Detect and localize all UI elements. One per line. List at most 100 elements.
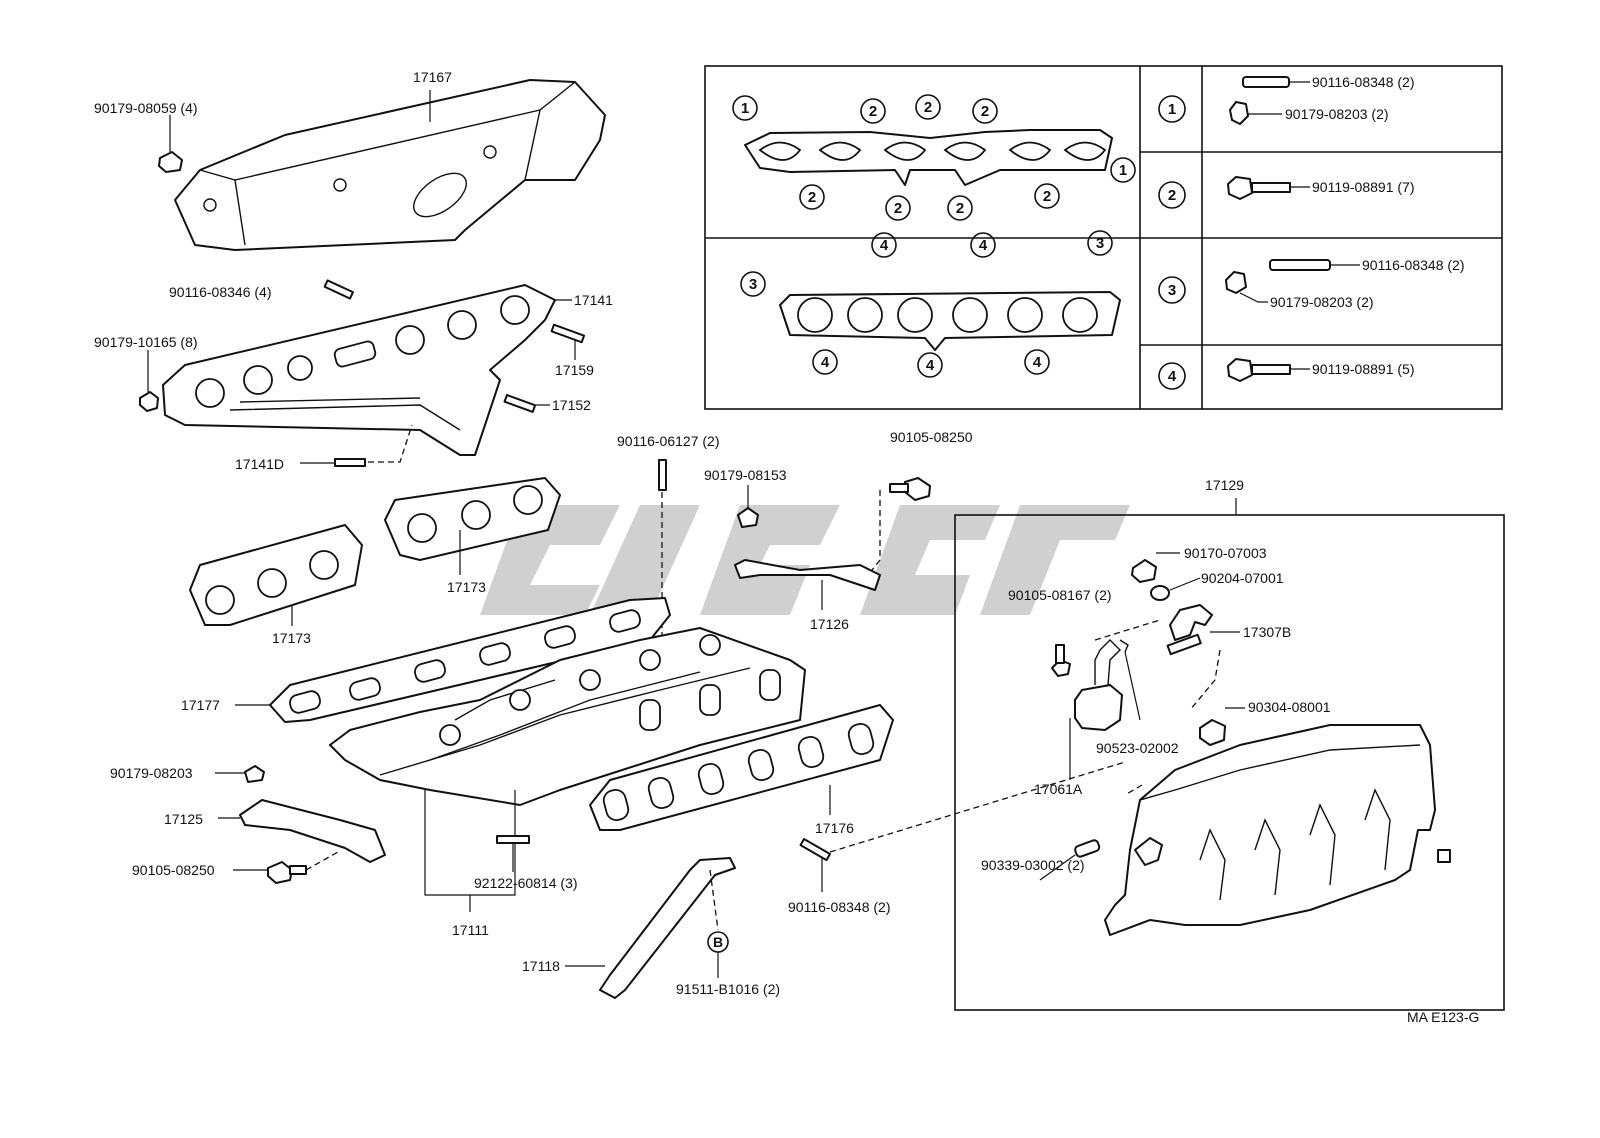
- bracket-17307B: [1166, 604, 1240, 711]
- gasket-marker-label: 1: [1168, 101, 1176, 118]
- marker-4-e: 4: [1024, 349, 1050, 375]
- label-17152: 17152: [552, 397, 591, 413]
- gasket-marker-label: 4: [926, 357, 935, 374]
- table-row2-item1: 90119-08891 (7): [1312, 179, 1414, 195]
- intake-air-surge-tank: [1104, 724, 1451, 936]
- gasket-marker-label: 3: [1096, 235, 1104, 252]
- table-nut-icon-row3: [1225, 271, 1268, 303]
- nut-90179-08059: [158, 115, 183, 173]
- table-key-2: 2: [1158, 181, 1186, 209]
- gasket-marker-label: 4: [1168, 368, 1177, 385]
- gasket-marker-label: 3: [749, 276, 757, 293]
- marker-2-b: 2: [915, 94, 941, 120]
- label-17167: 17167: [413, 69, 452, 85]
- label-92122-60814: 92122-60814 (3): [474, 875, 578, 891]
- label-90523-02002: 90523-02002: [1096, 740, 1179, 756]
- washer-90204-07001: [1150, 577, 1201, 601]
- upper-gasket-outline: [744, 129, 1113, 186]
- marker-2-c: 2: [972, 98, 998, 124]
- label-90116-08346: 90116-08346 (4): [169, 284, 271, 300]
- marker-2-g: 2: [1034, 183, 1060, 209]
- gasket-17173-rear: [384, 477, 561, 575]
- label-91511-B1016: 91511-B1016 (2): [676, 981, 780, 997]
- table-row4-item1: 90119-08891 (5): [1312, 361, 1414, 377]
- gasket-marker-label: 2: [808, 189, 816, 206]
- label-90105-08167: 90105-08167 (2): [1008, 587, 1112, 603]
- grommet-90304-08001: [1199, 707, 1245, 746]
- label-17118: 17118: [522, 958, 560, 974]
- gasket-marker-label: 1: [1119, 162, 1127, 179]
- stud-92122-60814: [496, 835, 530, 872]
- label-90116-06127: 90116-06127 (2): [617, 433, 719, 449]
- marker-3-right: 3: [1087, 230, 1113, 256]
- nut-90179-08203: [215, 765, 265, 783]
- gasket-marker-label: 2: [1043, 188, 1051, 205]
- table-key-3: 3: [1158, 276, 1186, 304]
- reference-code: MA E123-G: [1407, 1009, 1479, 1025]
- table-row1-item1: 90116-08348 (2): [1312, 74, 1414, 90]
- bolt-90105-08167: [1051, 619, 1161, 677]
- table-row3-item2: 90179-08203 (2): [1270, 294, 1374, 310]
- bracket-17125: [218, 799, 386, 863]
- marker-2-d: 2: [799, 184, 825, 210]
- gasket-marker-label: 2: [1168, 187, 1176, 204]
- table-key-1: 1: [1158, 95, 1186, 123]
- exhaust-manifold-17141: [162, 284, 572, 456]
- nut-90170-07003: [1131, 552, 1180, 583]
- gasket-marker-label: 2: [869, 103, 877, 120]
- marker-4-a: 4: [871, 232, 897, 258]
- label-90339-03002: 90339-03002 (2): [981, 857, 1085, 873]
- lower-gasket-outline: [779, 291, 1121, 351]
- gasket-marker-label: 2: [956, 200, 964, 217]
- stud-17152: [503, 394, 550, 413]
- gasket-marker-label: 1: [741, 100, 749, 117]
- table-stud-icon-row3: [1269, 259, 1360, 271]
- gasket-marker-label: 2: [924, 99, 932, 116]
- marker-2-a: 2: [860, 98, 886, 124]
- table-row3-item1: 90116-08348 (2): [1362, 257, 1464, 273]
- table-key-4: 4: [1158, 362, 1186, 390]
- table-row1-item2: 90179-08203 (2): [1285, 106, 1389, 122]
- intake-chamber-group-box: [954, 514, 1505, 1011]
- intake-manifold-17111: [329, 627, 806, 912]
- label-17173-rear: 17173: [447, 579, 486, 595]
- label-17111: 17111: [452, 922, 489, 938]
- label-90179-08203: 90179-08203: [110, 765, 193, 781]
- label-90304-08001: 90304-08001: [1248, 699, 1331, 715]
- label-17177: 17177: [181, 697, 220, 713]
- table-stud-icon-row1: [1242, 76, 1310, 88]
- label-17307B: 17307B: [1243, 624, 1291, 640]
- stud-90116-08346: [323, 279, 354, 300]
- marker-1-upper-left: 1: [732, 95, 758, 121]
- label-90170-07003: 90170-07003: [1184, 545, 1267, 561]
- marker-4-c: 4: [812, 349, 838, 375]
- label-90116-08348: 90116-08348 (2): [788, 899, 890, 915]
- label-90179-08153: 90179-08153: [704, 467, 787, 483]
- vsv-17061A: [1069, 639, 1123, 780]
- label-17141D: 17141D: [235, 456, 284, 472]
- gasket-marker-label: 2: [894, 200, 902, 217]
- label-90179-10165: 90179-10165 (8): [94, 334, 198, 350]
- label-17141: 17141: [574, 292, 613, 308]
- watermark-logo: [480, 505, 1130, 615]
- label-90105-08250: 90105-08250: [132, 862, 215, 878]
- gasket-17177: [235, 597, 671, 723]
- label-17176: 17176: [815, 820, 854, 836]
- table-bolt-icon-row2: [1227, 176, 1310, 200]
- stud-17141D: [300, 424, 413, 467]
- stay-17118: [565, 857, 736, 999]
- bolt-90105-08250: [233, 851, 339, 884]
- gasket-marker-label: 4: [821, 354, 830, 371]
- label-17125: 17125: [164, 811, 203, 827]
- label-17129: 17129: [1205, 477, 1244, 493]
- bracket-17126: [734, 559, 881, 610]
- label-17061A: 17061A: [1034, 781, 1083, 797]
- label-90105-08250-top: 90105-08250: [890, 429, 973, 445]
- label-17159: 17159: [555, 362, 594, 378]
- gasket-17176: [589, 704, 894, 831]
- gasket-detail-panel: [704, 65, 1503, 410]
- gasket-marker-label: 2: [981, 103, 989, 120]
- heat-insulator-17167: [174, 79, 606, 251]
- stud-90116-08348: [799, 761, 1126, 892]
